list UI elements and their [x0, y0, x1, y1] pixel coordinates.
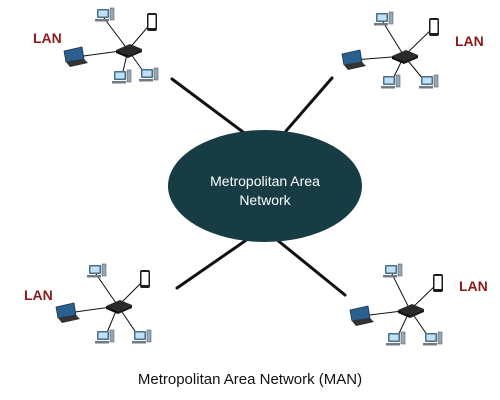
desktop-computer-icon	[111, 69, 132, 84]
desktop-computer-icon	[418, 74, 439, 89]
lan-label-bottom-left: LAN	[24, 287, 53, 303]
laptop-icon	[55, 302, 81, 324]
network-switch-icon	[116, 44, 142, 58]
link-top-right	[284, 76, 334, 133]
laptop-icon	[63, 46, 89, 68]
man-core-label-line2: Network	[239, 192, 291, 208]
diagram-caption: Metropolitan Area Network (MAN)	[137, 371, 363, 388]
laptop-icon	[349, 305, 375, 327]
lan-cable	[382, 21, 405, 57]
lan-cable	[391, 273, 411, 311]
desktop-computer-icon	[94, 7, 115, 22]
desktop-computer-icon	[131, 329, 152, 344]
smartphone-icon	[429, 18, 439, 36]
lan-bottom-right	[349, 263, 443, 346]
lan-label-top-left: LAN	[33, 30, 62, 46]
desktop-computer-icon	[86, 263, 107, 278]
link-bottom-right	[274, 237, 347, 297]
smartphone-icon	[140, 270, 150, 288]
desktop-computer-icon	[385, 331, 406, 346]
man-core-label-line1: Metropolitan Area	[210, 173, 320, 189]
network-switch-icon	[398, 304, 424, 318]
lan-bottom-left	[55, 263, 152, 344]
link-top-left	[170, 77, 249, 137]
desktop-computer-icon	[94, 329, 115, 344]
link-bottom-left	[175, 230, 260, 290]
smartphone-icon	[147, 13, 157, 31]
desktop-computer-icon	[373, 11, 394, 26]
network-switch-icon	[106, 300, 132, 314]
lan-label-top-right: LAN	[455, 33, 484, 49]
man-core	[168, 130, 362, 242]
desktop-computer-icon	[382, 263, 403, 278]
backbone-links	[170, 76, 347, 297]
lan-cable	[103, 17, 129, 51]
smartphone-icon	[433, 274, 443, 292]
lan-top-left	[63, 7, 159, 84]
lan-top-right	[341, 11, 439, 89]
desktop-computer-icon	[380, 74, 401, 89]
network-switch-icon	[392, 50, 418, 64]
desktop-computer-icon	[422, 331, 443, 346]
lan-label-bottom-right: LAN	[459, 278, 488, 294]
laptop-icon	[341, 49, 367, 71]
lan-cable	[95, 273, 119, 307]
man-core-label: Metropolitan Area Network	[170, 172, 360, 210]
desktop-computer-icon	[138, 67, 159, 82]
